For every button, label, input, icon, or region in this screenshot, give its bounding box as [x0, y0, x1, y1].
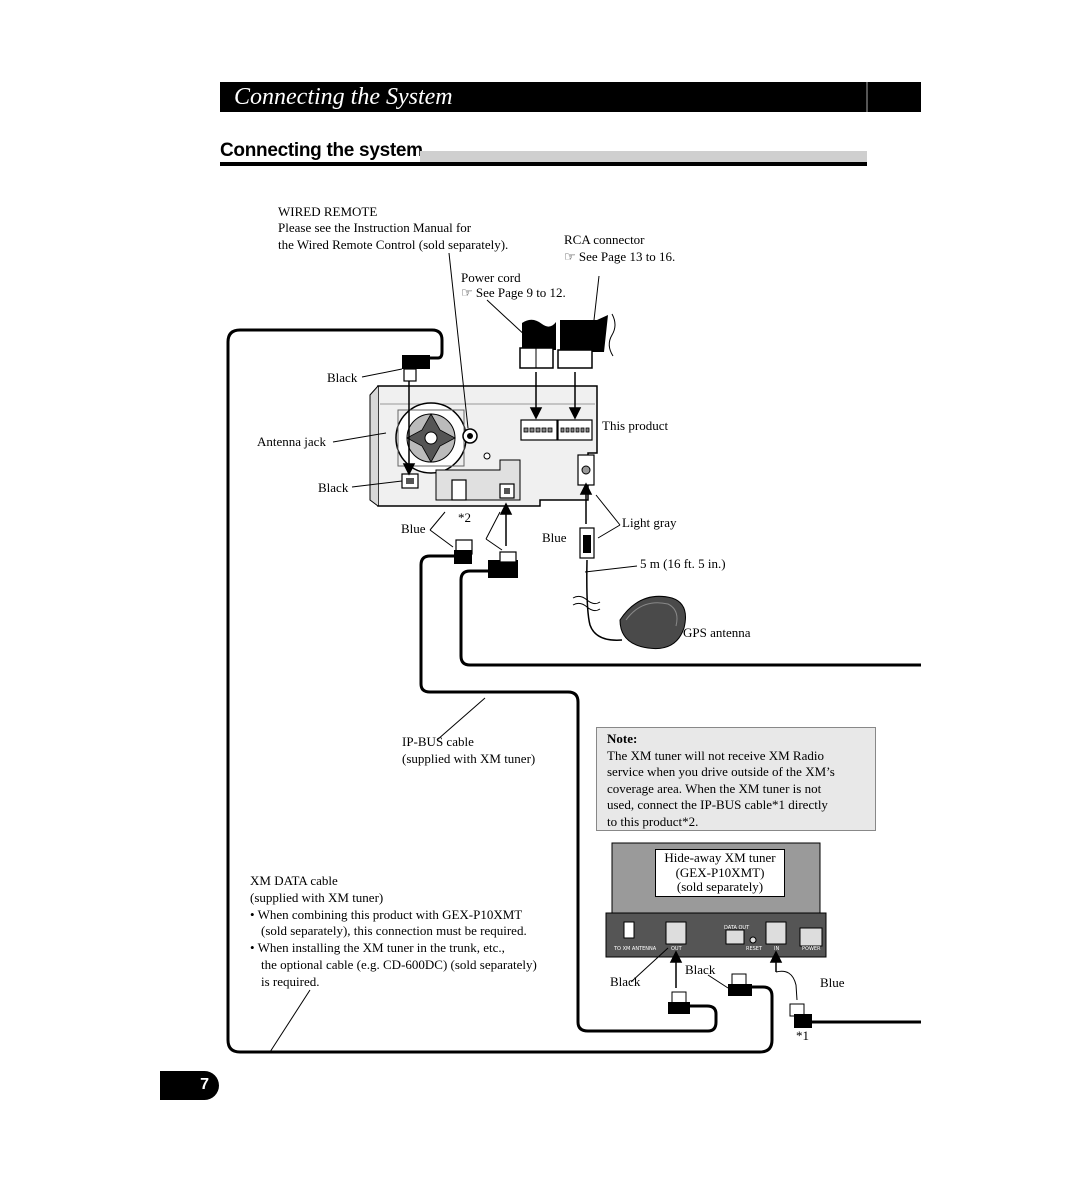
label-wired-remote: WIRED REMOTE	[278, 204, 378, 219]
label-power-see[interactable]: See Page 9 to 12.	[475, 285, 566, 300]
label-black-xm-data: Black	[318, 480, 349, 495]
power-reference: ☞ See Page 9 to 12.	[461, 285, 566, 302]
leader-lines	[269, 252, 638, 1053]
label-gps-antenna: GPS antenna	[683, 625, 751, 640]
section-title: Connecting the system	[220, 140, 423, 161]
label-rca-connector: RCA connector	[564, 232, 645, 247]
blue-connector-2	[488, 551, 518, 578]
label-light-gray: Light gray	[622, 515, 677, 530]
tuner-connectors	[668, 973, 812, 1028]
bullet-item: • When combining this product with GEX-P…	[250, 907, 523, 922]
note-box: Note: The XM tuner will not receive XM R…	[596, 727, 876, 831]
note-line: to this product*2.	[607, 813, 699, 829]
label-black-tuner-data: Black	[685, 962, 716, 977]
label-blue-2: Blue	[542, 530, 567, 545]
gps-antenna-icon	[619, 595, 686, 650]
label-star2: *2	[458, 510, 471, 525]
label-blue-1: Blue	[401, 521, 426, 536]
pointing-hand-icon: ☞	[461, 285, 473, 300]
label-antenna-jack: Antenna jack	[257, 434, 326, 449]
tuner-port-reset: RESET	[746, 946, 763, 952]
note-line: The XM tuner will not receive XM Radio	[607, 747, 824, 763]
pointing-hand-icon: ☞	[564, 249, 576, 264]
label-cable-length: 5 m (16 ft. 5 in.)	[640, 556, 726, 571]
note-line: service when you drive outside of the XM…	[607, 764, 835, 779]
rca-connector-plug	[557, 313, 616, 369]
label-power-cord: Power cord	[461, 270, 521, 285]
note-line: coverage area. When the XM tuner is not	[607, 780, 822, 796]
label-wired-remote-desc2: the Wired Remote Control (sold separatel…	[278, 237, 509, 252]
black-connector-top	[402, 355, 430, 382]
label-ipbus-cable: IP-BUS cable	[402, 734, 474, 749]
power-cord-plug	[519, 319, 556, 369]
page-title: Connecting the System	[234, 84, 453, 110]
rca-reference: ☞ See Page 13 to 16.	[564, 249, 675, 266]
note-title: Note:	[607, 731, 638, 746]
bullet-item-cont: (sold separately), this connection must …	[261, 923, 527, 938]
ipbus-cable	[419, 554, 718, 1033]
label-rca-see[interactable]: See Page 13 to 16.	[578, 249, 676, 264]
page-number: 7	[200, 1076, 209, 1093]
label-xm-data-cable: XM DATA cable	[250, 873, 338, 888]
label-xm-data-supplied: (supplied with XM tuner)	[250, 890, 384, 905]
tuner-sold: (sold separately)	[676, 879, 764, 894]
tuner-port-data-out: DATA OUT	[724, 925, 750, 931]
product-unit	[369, 385, 598, 507]
blue-cable	[459, 569, 921, 1024]
bullet-item: • When installing the XM tuner in the tr…	[250, 940, 505, 955]
tuner-port-out: OUT	[671, 946, 682, 952]
label-blue-tuner-in: Blue	[820, 975, 845, 990]
bullet-item-cont: is required.	[261, 974, 320, 989]
page-number-tab: 7	[160, 1071, 219, 1100]
label-ipbus-supplied: (supplied with XM tuner)	[402, 751, 536, 766]
gps-cable	[572, 559, 623, 641]
connection-arrows	[402, 372, 593, 546]
tuner-port-in: IN	[774, 946, 780, 952]
tuner-port-power: POWER	[802, 946, 821, 952]
bullet-item-cont: the optional cable (e.g. CD-600DC) (sold…	[261, 957, 537, 972]
light-gray-connector	[579, 527, 595, 559]
tuner-port-antenna: TO XM ANTENNA	[614, 946, 657, 952]
header-divider	[866, 82, 868, 112]
tuner-model: (GEX-P10XMT)	[675, 864, 765, 880]
label-wired-remote-desc1: Please see the Instruction Manual for	[278, 220, 472, 235]
note-line: used, connect the IP-BUS cable*1 directl…	[607, 797, 828, 812]
label-this-product: This product	[602, 418, 669, 433]
xm-data-cable	[226, 328, 774, 1054]
label-black-wired-remote: Black	[327, 370, 358, 385]
section-rule-black	[220, 162, 867, 166]
tuner-label: Hide-away XM tuner (GEX-P10XMT) (sold se…	[655, 849, 785, 897]
label-black-tuner-out: Black	[610, 974, 641, 989]
tuner-name: Hide-away XM tuner	[664, 850, 776, 865]
label-star1: *1	[796, 1028, 809, 1043]
header-bar: Connecting the System	[220, 82, 921, 112]
section-rule	[420, 151, 867, 162]
blue-connector-1	[454, 539, 473, 564]
